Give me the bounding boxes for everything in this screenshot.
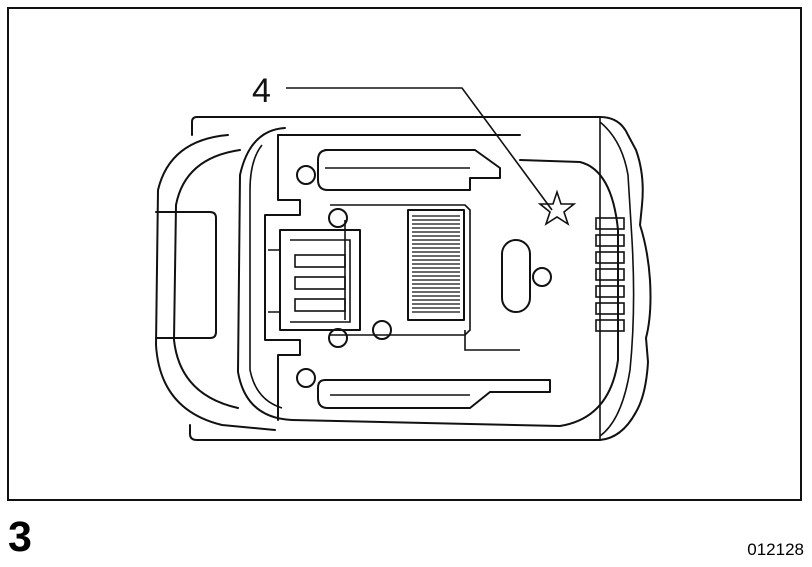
indicator-pad — [595, 319, 625, 332]
indicator-pad — [595, 251, 625, 264]
callout-label: 4 — [252, 72, 271, 110]
indicator-pad — [595, 234, 625, 247]
figure-number: 3 — [8, 513, 32, 561]
oval-slot — [501, 239, 531, 313]
indicator-pad — [595, 302, 625, 315]
terminal-block — [268, 229, 361, 331]
battery-diagram: 4 — [155, 72, 652, 441]
release-button — [155, 211, 217, 339]
star-outline-icon — [537, 189, 577, 226]
terminal-cover — [237, 127, 619, 427]
indicator-pad — [595, 217, 625, 230]
battery-housing — [189, 116, 652, 441]
indicator-pad — [595, 285, 625, 298]
contact-strip — [407, 209, 465, 321]
figure-frame: 4 — [7, 7, 802, 501]
figure-code: 012128 — [747, 540, 804, 559]
callout-leader — [286, 87, 553, 211]
indicator-pad — [595, 268, 625, 281]
latch-housing — [155, 134, 276, 431]
indicator-terminals — [595, 217, 625, 332]
